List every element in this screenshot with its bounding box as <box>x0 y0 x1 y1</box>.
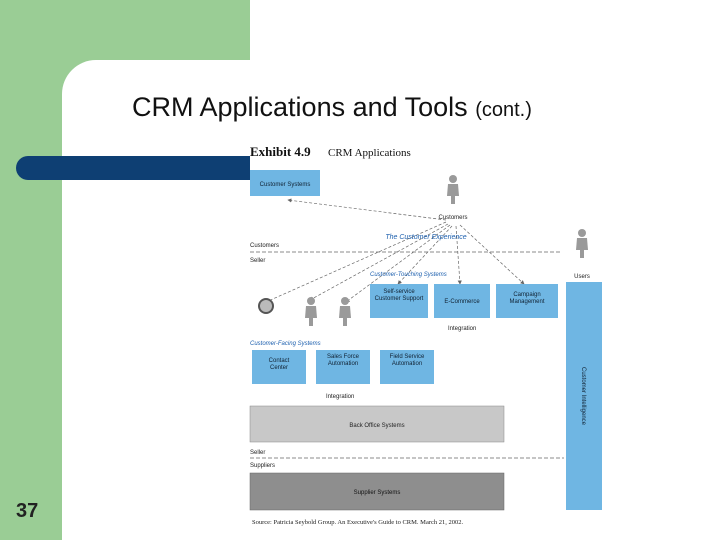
user-person-icon <box>576 229 588 258</box>
campaign-box <box>496 284 558 318</box>
customers-line-label: Customers <box>250 243 279 249</box>
customer-systems-label: Customer Systems <box>260 182 311 188</box>
self-service-box <box>370 284 428 318</box>
campaign-label: Campaign Management <box>509 292 545 305</box>
ecommerce-label: E-Commerce <box>444 299 480 305</box>
sales-person-icon-1 <box>305 297 317 326</box>
customer-facing-label: Customer-Facing Systems <box>250 341 321 347</box>
customer-intelligence-label: Customer Intelligence <box>580 367 586 426</box>
contact-center-box <box>252 350 306 384</box>
suppliers-label: Suppliers <box>250 463 275 469</box>
customer-systems-box <box>250 170 320 196</box>
seller-line-label: Seller <box>250 258 265 264</box>
integration-top-label: Integration <box>448 326 476 332</box>
field-service-label: Field Service Automation <box>389 354 425 367</box>
customer-touching-label: Customer-Touching Systems <box>370 272 447 278</box>
customer-intelligence-bar <box>566 282 602 510</box>
field-service-box <box>380 350 434 384</box>
exhibit-label: Exhibit 4.9 <box>250 144 311 159</box>
page-number: 37 <box>16 500 39 522</box>
slide-title-main: CRM Applications and Tools <box>132 92 468 122</box>
slide-title: CRM Applications and Tools (cont.) <box>132 92 532 123</box>
customer-person-icon <box>447 175 459 204</box>
connection-arrows <box>265 198 525 303</box>
supplier-systems-box <box>249 472 505 511</box>
seller-bottom-label: Seller <box>250 450 265 456</box>
contact-center-label: Contact Center <box>268 358 290 371</box>
self-service-label: Self-service Customer Support <box>374 289 424 302</box>
users-label: Users <box>574 274 590 280</box>
back-office-label: Back Office Systems <box>349 423 404 429</box>
source-citation: Source: Patricia Seybold Group. An Execu… <box>252 519 464 526</box>
title-accent-bar <box>16 156 250 180</box>
sales-force-label: Sales Force Automation <box>326 354 359 367</box>
slide-title-suffix: (cont.) <box>475 99 532 121</box>
sales-person-icon-2 <box>339 297 351 326</box>
back-office-box <box>249 405 505 443</box>
headset-agent-icon <box>258 298 274 314</box>
exhibit-title: CRM Applications <box>328 147 411 159</box>
customers-person-label: Customers <box>438 215 467 221</box>
customer-experience-label: The Customer Experience <box>385 234 466 241</box>
sales-force-box <box>316 350 370 384</box>
crm-applications-diagram: Exhibit 4.9 CRM Applications Customer Sy… <box>249 144 602 526</box>
supplier-systems-label: Supplier Systems <box>354 490 401 496</box>
integration-mid-label: Integration <box>326 394 354 400</box>
ecommerce-box <box>434 284 490 318</box>
